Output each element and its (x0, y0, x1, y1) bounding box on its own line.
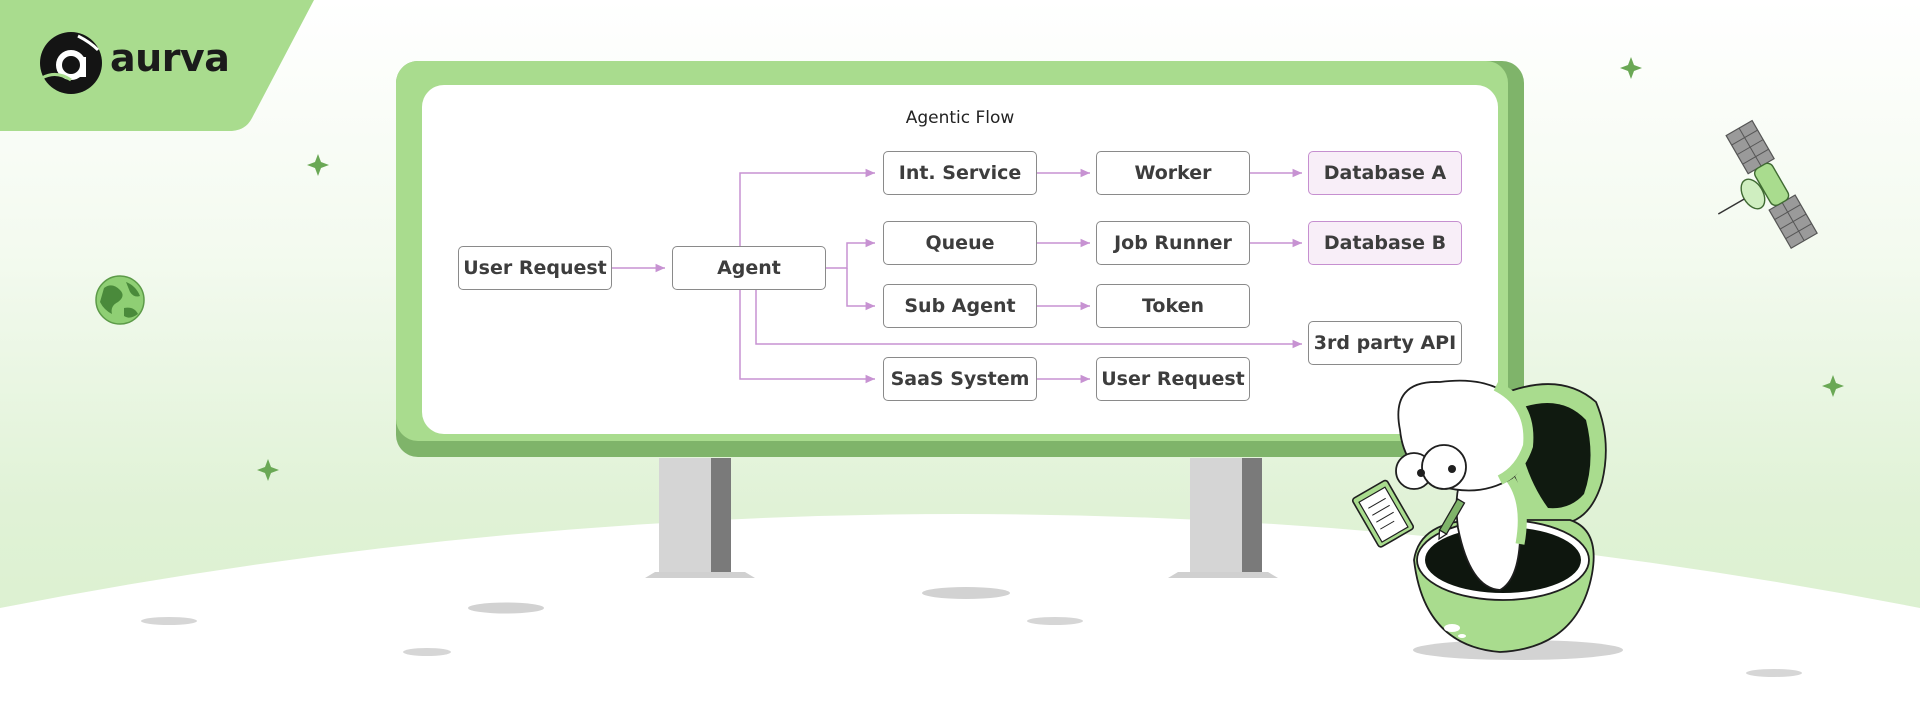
sparkle-icon (1822, 375, 1844, 397)
pencil-icon (1438, 498, 1466, 541)
node-worker: Worker (1096, 151, 1250, 195)
node-database-a: Database A (1308, 151, 1462, 195)
node-saas-system: SaaS System (883, 357, 1037, 401)
crater (1746, 669, 1802, 677)
node-token: Token (1096, 284, 1250, 328)
sparkle-icon (257, 459, 279, 481)
node-user-request-out: User Request (1096, 357, 1250, 401)
logo-banner: aurva (0, 0, 320, 132)
node-job-runner: Job Runner (1096, 221, 1250, 265)
edge-agent-to-int-service (739, 168, 875, 246)
diagram-title: Agentic Flow (905, 108, 1015, 128)
edge-agent-to-sub-agent (846, 268, 875, 311)
crater (403, 648, 451, 656)
sparkle-icon (307, 154, 329, 176)
crater (1027, 617, 1083, 625)
satellite-icon (1717, 119, 1818, 249)
crater (468, 602, 544, 614)
globe-icon (95, 275, 145, 325)
aurva-logo-icon[interactable] (38, 30, 104, 96)
crater (141, 617, 197, 625)
edge-agent-to-saas-system (739, 290, 875, 384)
node-database-b: Database B (1308, 221, 1462, 265)
node-user-request-in: User Request (458, 246, 612, 290)
brand-name[interactable]: aurva (110, 36, 230, 80)
edge-agent-to-3rd-party-api (755, 290, 1302, 349)
sparkle-icon (1620, 57, 1642, 79)
crater (922, 587, 1010, 599)
node-3rd-party-api: 3rd party API (1308, 321, 1462, 365)
node-agent: Agent (672, 246, 826, 290)
edge-agent-to-queue (826, 238, 875, 269)
alien-mascot (1395, 379, 1534, 591)
node-int-service: Int. Service (883, 151, 1037, 195)
notepad-icon (1351, 479, 1415, 548)
node-queue: Queue (883, 221, 1037, 265)
node-sub-agent: Sub Agent (883, 284, 1037, 328)
logo-tab-shape (0, 0, 314, 131)
